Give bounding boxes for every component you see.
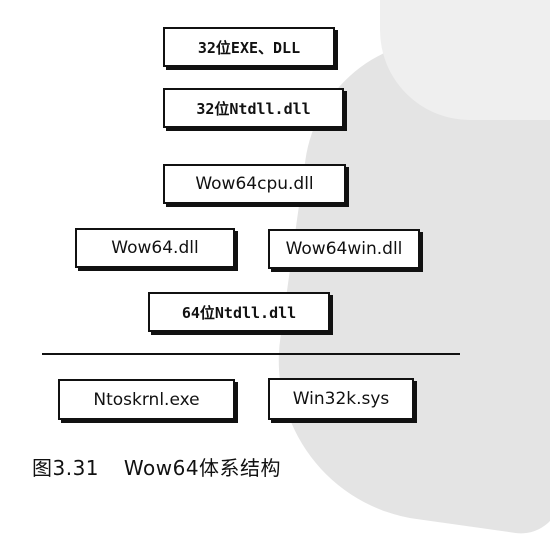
box-64bit-ntdll: 64位Ntdll.dll	[148, 292, 330, 332]
user-kernel-divider	[42, 353, 460, 355]
figure-caption: 图3.31 Wow64体系结构	[32, 452, 281, 481]
figure-title: Wow64体系结构	[123, 456, 282, 480]
box-ntoskrnl-exe: Ntoskrnl.exe	[58, 379, 235, 420]
box-32bit-ntdll: 32位Ntdll.dll	[163, 88, 344, 128]
box-32bit-exe-dll: 32位EXE、DLL	[163, 27, 335, 67]
box-wow64cpu-dll: Wow64cpu.dll	[163, 164, 346, 204]
box-wow64win-dll: Wow64win.dll	[268, 229, 420, 269]
box-wow64-dll: Wow64.dll	[75, 228, 235, 268]
figure-number: 图3.31	[32, 456, 100, 480]
box-win32k-sys: Win32k.sys	[268, 378, 414, 420]
